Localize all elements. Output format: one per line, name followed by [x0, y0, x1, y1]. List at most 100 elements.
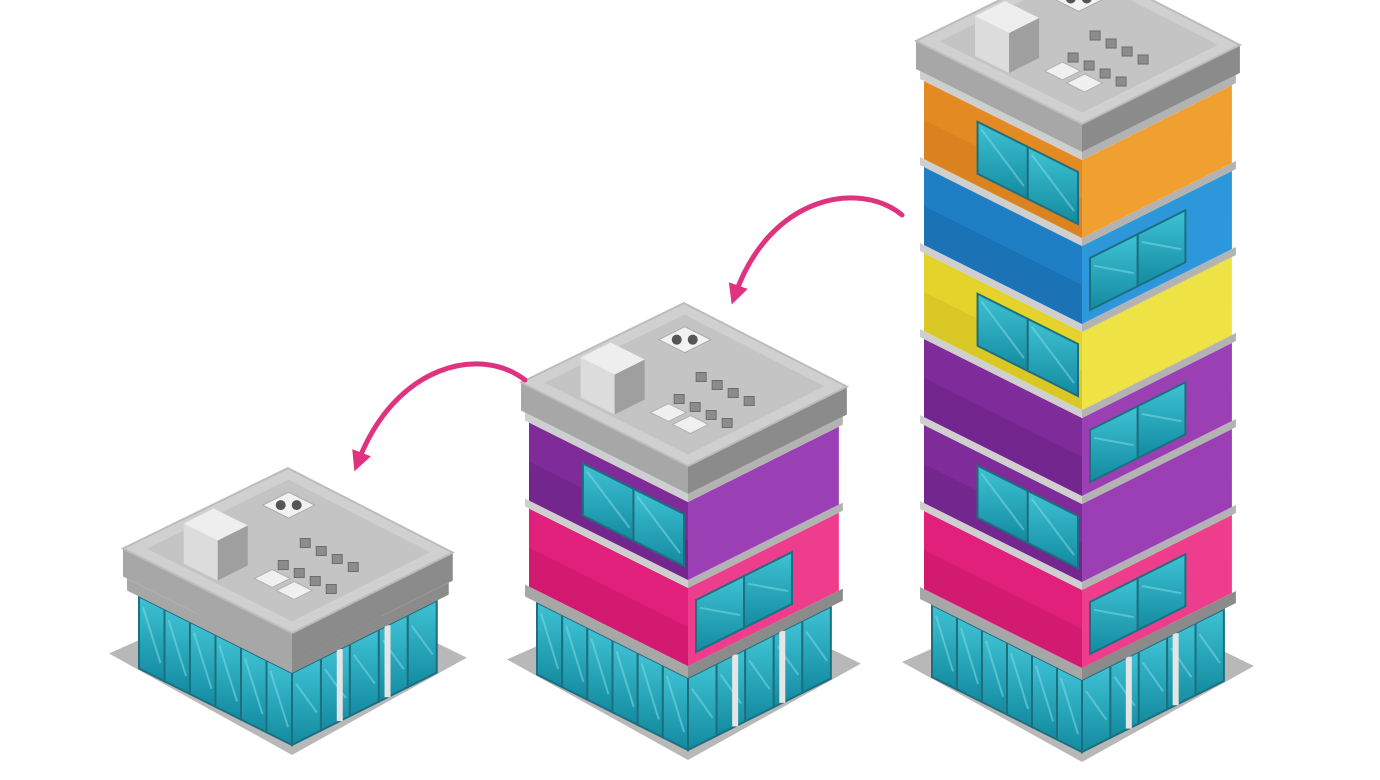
ground-window-right — [1109, 650, 1140, 740]
slab-left — [127, 578, 292, 673]
column — [384, 625, 391, 698]
floor-window — [743, 550, 794, 630]
column — [1125, 656, 1132, 729]
vent-icon — [293, 568, 305, 578]
vent-icon — [1137, 54, 1149, 65]
vent-icon — [711, 380, 723, 390]
slab-left — [920, 329, 1082, 418]
skylight — [671, 414, 710, 435]
floor-purple-right — [1082, 429, 1232, 582]
floor-band — [924, 550, 1082, 668]
floor-yellow-right — [1082, 257, 1232, 410]
ground-window-right — [744, 633, 775, 724]
glass-reflection — [295, 683, 318, 714]
glass-reflection — [985, 640, 1004, 697]
vent-icon — [1067, 52, 1079, 63]
roof-side-right — [1082, 45, 1240, 152]
slab-right — [688, 502, 843, 588]
vent-icon — [1089, 30, 1101, 41]
fan-unit — [261, 491, 316, 519]
slab-right — [1082, 161, 1236, 246]
building-one-storey — [109, 467, 467, 755]
glass-reflection — [410, 625, 434, 656]
skylight — [1065, 73, 1104, 93]
glass-reflection — [699, 606, 741, 616]
fan-unit — [657, 326, 712, 354]
hvac-box-left — [580, 357, 615, 415]
vent-icon — [1105, 38, 1117, 49]
glass-reflection — [960, 628, 979, 685]
vent-icon — [721, 418, 733, 428]
column — [779, 630, 786, 703]
floor-pink-left — [924, 511, 1082, 668]
vent-icon — [1115, 76, 1127, 87]
ground-window-right — [1081, 664, 1112, 754]
vent-icon — [727, 388, 739, 398]
ground-window-right — [687, 662, 718, 752]
glass-reflection — [805, 631, 828, 662]
glass-reflection — [167, 619, 187, 677]
glass-reflection — [1060, 678, 1079, 735]
slab-left — [920, 587, 1082, 680]
floor-window — [1136, 380, 1187, 460]
glass-reflection — [1035, 665, 1054, 722]
floor-band — [924, 206, 1082, 324]
roof-side-left — [123, 548, 292, 661]
glass-reflection — [1093, 264, 1134, 275]
vent-icon — [299, 538, 311, 548]
glass-reflection — [691, 688, 714, 719]
glass-reflection — [1141, 240, 1182, 251]
glass-reflection — [565, 625, 585, 682]
glass-reflection — [640, 663, 660, 720]
glass-reflection — [269, 670, 289, 728]
slab-left — [920, 415, 1082, 504]
ground-window-right — [1194, 607, 1225, 697]
glass-reflection — [1093, 436, 1134, 447]
fan-icon — [1066, 0, 1076, 4]
vent-icon — [689, 402, 701, 412]
glass-reflection — [1010, 653, 1029, 710]
glass-reflection — [748, 659, 771, 690]
roof-side-right — [292, 552, 453, 661]
roof-side-left — [916, 41, 1082, 152]
floor-orange-right — [1082, 85, 1232, 238]
column — [336, 649, 343, 722]
hvac-box-top — [580, 342, 645, 375]
vent-icon — [277, 560, 289, 570]
floor-purple-left — [924, 339, 1082, 496]
glass-reflection — [586, 470, 631, 529]
glass-reflection — [1141, 661, 1164, 693]
ground-window-right — [319, 642, 351, 733]
floor-band — [924, 378, 1082, 496]
hvac-box-right — [1009, 18, 1040, 73]
column — [732, 654, 739, 727]
glass-reflection — [747, 582, 789, 592]
glass-reflection — [615, 650, 635, 708]
vent-icon — [315, 546, 327, 556]
ground-window-right — [291, 656, 322, 747]
hvac-box-left — [183, 523, 218, 581]
glass-reflection — [980, 128, 1025, 187]
slab-left — [920, 157, 1082, 246]
arrow-medium-to-small — [352, 361, 528, 472]
glass-reflection — [1093, 608, 1134, 619]
hvac-box-right — [614, 359, 645, 415]
hvac-box-top — [183, 508, 248, 541]
fan-icon — [275, 500, 286, 511]
hvac-box-top — [975, 1, 1040, 33]
ground-window-right — [377, 613, 409, 704]
glass-reflection — [540, 613, 560, 670]
vent-icon — [347, 562, 359, 572]
glass-reflection — [353, 654, 376, 685]
vent-icon — [743, 396, 755, 406]
slab-left — [920, 501, 1082, 590]
floor-purple-right — [688, 426, 839, 580]
arrows-layer — [352, 195, 905, 472]
slab-right — [1082, 505, 1236, 590]
fan-icon — [687, 334, 698, 345]
slab-left — [920, 243, 1082, 332]
floor-band — [529, 547, 688, 666]
arrow-large-to-medium — [728, 195, 905, 305]
vent-icon — [325, 584, 337, 594]
